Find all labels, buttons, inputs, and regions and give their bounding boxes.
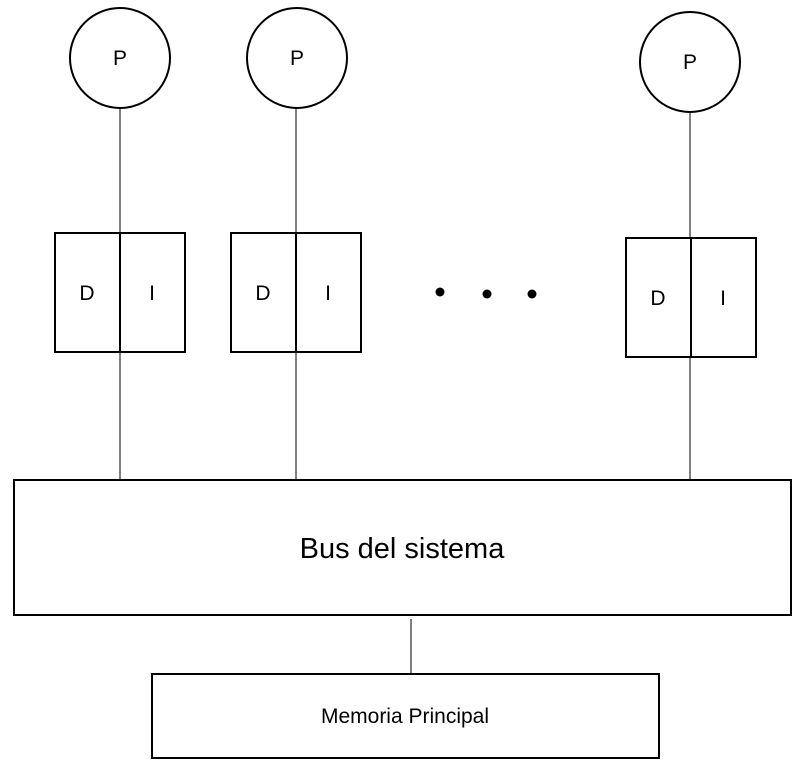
ellipsis-dot-1 [435,287,445,297]
cache-1-data-label: D [79,282,94,305]
cache-3-data-box [625,237,692,358]
system-bus-box [13,479,792,616]
cache-3-data-label: D [650,287,665,310]
processor-3-circle [639,11,741,113]
system-bus-label: Bus del sistema [300,533,506,565]
processor-2-label: P [290,47,304,70]
main-memory-box [151,673,660,759]
system-bus: Bus del sistema [13,479,792,616]
main-memory-label: Memoria Principal [321,705,489,728]
processor-1-circle [69,7,171,109]
cache-1-instruction-box [119,232,186,353]
ellipsis-dot-3 [527,289,537,299]
cache-2-instruction-box [295,232,362,353]
cache-1-instruction-label: I [149,282,155,305]
ellipsis-dot-2 [482,289,492,299]
cache-3-instruction-box [690,237,757,358]
cache-2-data-box [230,232,297,353]
cache-2-data-label: D [255,282,270,305]
processor-node-3: P D I [625,11,757,480]
processor-3-label: P [683,51,697,74]
cache-3-instruction-label: I [720,287,726,310]
processor-2-circle [246,7,348,109]
processor-1-label: P [113,47,127,70]
cache-1-data-box [54,232,121,353]
main-memory: Memoria Principal [151,673,660,759]
ellipsis-dots [435,287,537,299]
processor-node-1: P D I [54,7,186,480]
cache-2-instruction-label: I [325,282,331,305]
processor-node-2: P D I [230,7,362,480]
